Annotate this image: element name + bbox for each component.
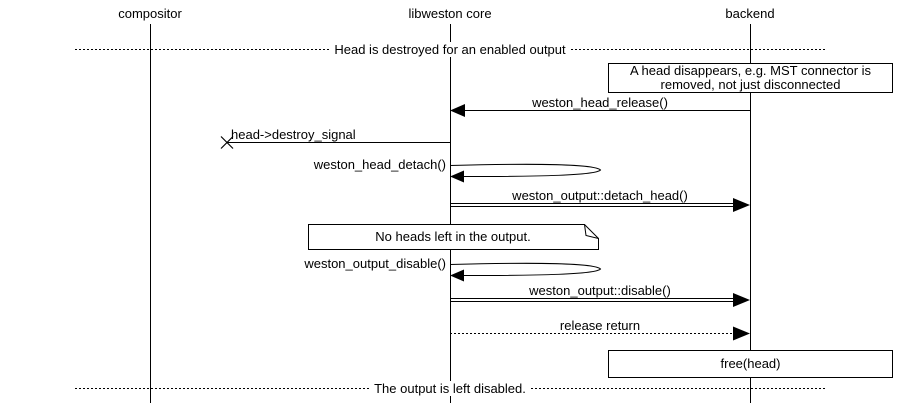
arrowhead-head-release (450, 104, 465, 117)
divider-label-top: Head is destroyed for an enabled output (330, 42, 570, 57)
divider-label-bottom: The output is left disabled. (370, 381, 530, 396)
self-loop-output-disable (449, 262, 602, 276)
box-free-head (608, 350, 893, 378)
message-label-detach-head: weston_output::detach_head() (512, 188, 688, 203)
message-label-disable: weston_output::disable() (529, 283, 671, 298)
message-label-head-detach: weston_head_detach() (313, 157, 446, 172)
note-text-head-disappears: A head disappears, e.g. MST connector is… (629, 62, 872, 92)
arrowhead-disable (733, 293, 750, 307)
note-folded-no-heads (308, 224, 599, 250)
arrowhead-head-detach (450, 170, 464, 183)
note-text-no-heads: No heads left in the output. (375, 228, 531, 244)
note-rect-head-disappears (608, 63, 893, 93)
self-loop-head-detach (449, 163, 602, 177)
message-label-destroy-signal: head->destroy_signal (231, 127, 356, 142)
message-label-output-disable: weston_output_disable() (304, 256, 446, 271)
arrowhead-output-disable (450, 269, 464, 282)
arrowhead-detach-head (733, 198, 750, 212)
note-fold-corner (584, 224, 599, 239)
lifeline-label-backend: backend (725, 6, 775, 21)
lifeline-label-libweston-core: libweston core (408, 6, 492, 21)
lost-message-cross-icon (220, 136, 234, 149)
message-label-release-return: release return (559, 318, 641, 333)
arrowhead-release-return (733, 326, 750, 341)
message-label-head-release: weston_head_release() (532, 95, 668, 110)
lifeline-label-compositor: compositor (118, 6, 182, 21)
box-text-free-head: free(head) (720, 355, 781, 371)
